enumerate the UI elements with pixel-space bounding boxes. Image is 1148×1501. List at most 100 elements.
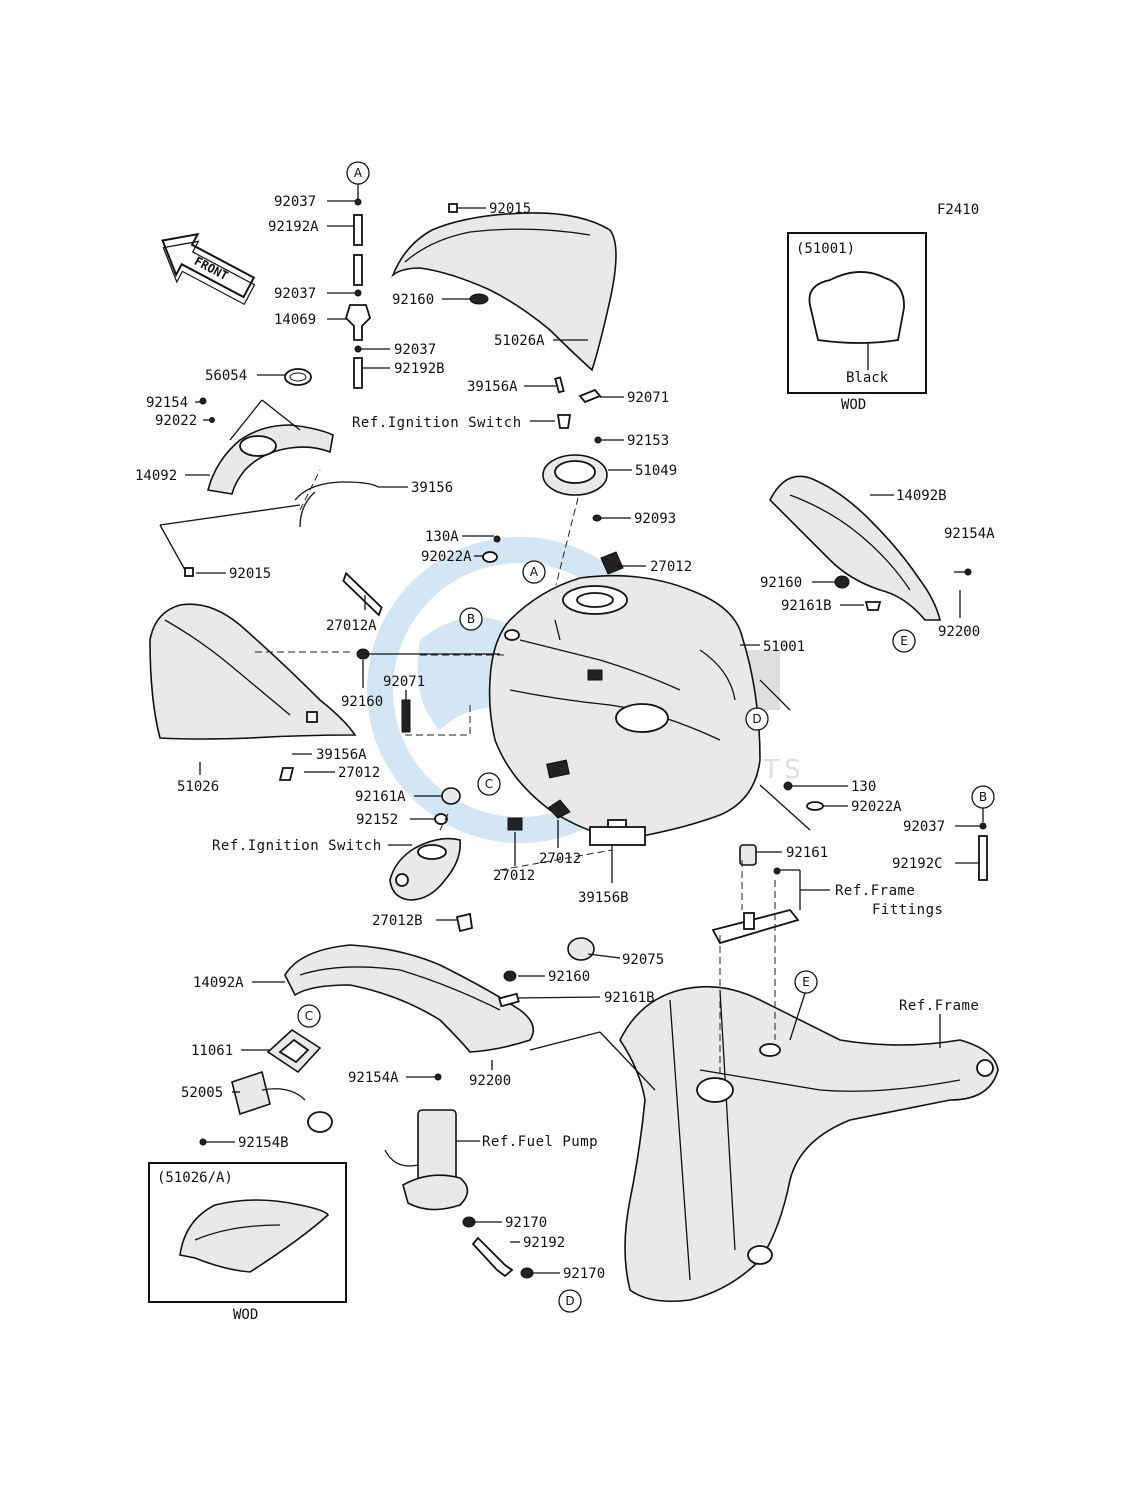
label-92075: 92075	[622, 952, 664, 968]
cover-silhouette	[179, 1199, 330, 1273]
label-51001: 51001	[763, 639, 805, 655]
label-27012-left: 27012	[338, 765, 380, 781]
label-14092A: 14092A	[193, 975, 244, 991]
label-92160-low: 92160	[548, 969, 590, 985]
label-52005: 52005	[181, 1085, 223, 1101]
label-92154A-right: 92154A	[944, 526, 995, 542]
label-39156B: 39156B	[578, 890, 629, 906]
label-92015-mid: 92015	[229, 566, 271, 582]
fuel-pump: D	[384, 1109, 582, 1313]
ref-circle-d-tank	[745, 707, 769, 731]
ref-labels: Ref.Ignition Switch Ref.Ignition Switch …	[212, 415, 979, 1150]
fuel-tank-51001	[488, 574, 761, 841]
label-27012-top: 27012	[650, 559, 692, 575]
label-92192: 92192	[523, 1235, 565, 1251]
label-92200-right: 92200	[938, 624, 980, 640]
part-labels: 92015 92037 92192A 92037 14069 92037 921…	[135, 194, 995, 1282]
label-92037-b: 92037	[274, 286, 316, 302]
label-92071-top: 92071	[627, 390, 669, 406]
front-arrow-icon: FRONT	[161, 232, 256, 306]
label-92071-mid: 92071	[383, 674, 425, 690]
fuel-cap-51049	[542, 436, 608, 586]
inset-top-color: Black	[846, 370, 889, 386]
ref-fuel-pump: Ref.Fuel Pump	[482, 1134, 598, 1150]
inset-windshield-wod: (51001) Black WOD	[787, 232, 927, 413]
label-92154: 92154	[146, 395, 188, 411]
label-51049: 51049	[635, 463, 677, 479]
inset-cover-wod: (51026/A) WOD	[148, 1162, 347, 1323]
label-56054: 56054	[205, 368, 247, 384]
ref-circle-e-frame	[794, 970, 818, 994]
label-92022A-top: 92022A	[421, 549, 472, 565]
fitting-stack-left: A	[344, 161, 372, 389]
label-27012-c1: 27012	[493, 868, 535, 884]
label-92154A-low: 92154A	[348, 1070, 399, 1086]
label-130: 130	[851, 779, 876, 795]
panel-14092A	[284, 912, 595, 1081]
label-130A: 130A	[425, 529, 459, 545]
ref-circle-e-right	[892, 629, 916, 653]
label-92160-left: 92160	[341, 694, 383, 710]
ref-circle-b-tank-text: B	[467, 612, 475, 626]
ref-ignition-switch-top: Ref.Ignition Switch	[352, 415, 522, 431]
label-92093: 92093	[634, 511, 676, 527]
label-92160-right: 92160	[760, 575, 802, 591]
ref-circle-d-bottom-text: D	[565, 1294, 574, 1308]
label-14069: 14069	[274, 312, 316, 328]
fitting-stack-right: B	[971, 785, 995, 881]
label-39156A-left: 39156A	[316, 747, 367, 763]
label-92022: 92022	[155, 413, 197, 429]
label-27012B: 27012B	[372, 913, 423, 929]
ref-circle-b-right-text: B	[979, 790, 987, 804]
ref-ignition-switch-mid: Ref.Ignition Switch	[212, 838, 382, 854]
label-92161B-low: 92161B	[604, 990, 655, 1006]
ref-circle-d-bottom	[558, 1289, 582, 1313]
bracket-52005: C	[199, 1004, 333, 1146]
label-92200-low: 92200	[469, 1073, 511, 1089]
ref-circle-a-tank	[522, 560, 546, 584]
label-11061: 11061	[191, 1043, 233, 1059]
ref-circle-c-tank-text: C	[485, 777, 493, 791]
label-92160-top: 92160	[392, 292, 434, 308]
label-92170-b: 92170	[563, 1266, 605, 1282]
ref-circle-c-bottom-text: C	[305, 1009, 313, 1023]
ref-circle-d-tank-text: D	[752, 712, 761, 726]
inset-top-caption: WOD	[841, 397, 866, 413]
label-92022A-right: 92022A	[851, 799, 902, 815]
label-39156: 39156	[411, 480, 453, 496]
frame: E	[619, 970, 999, 1303]
leader-lines	[159, 200, 980, 1274]
label-39156A-top: 39156A	[467, 379, 518, 395]
inset-bottom-title: (51026/A)	[157, 1170, 233, 1186]
inset-top-title: (51001)	[796, 241, 855, 257]
label-27012-c2: 27012	[539, 851, 581, 867]
ref-circle-e-right-text: E	[900, 634, 908, 648]
ref-circle-a-tank-text: A	[530, 565, 539, 579]
right-fittings	[711, 781, 824, 945]
ref-circle-e-frame-text: E	[802, 975, 810, 989]
label-92015-top: 92015	[489, 201, 531, 217]
inset-bottom-caption: WOD	[233, 1307, 258, 1323]
ref-circle-a-top-text: A	[354, 166, 363, 180]
label-92037-right: 92037	[903, 819, 945, 835]
label-92192C: 92192C	[892, 856, 943, 872]
label-14092B: 14092B	[896, 488, 947, 504]
decal-27012-top	[600, 551, 624, 575]
label-92192A: 92192A	[268, 219, 319, 235]
ref-circle-c-bottom	[297, 1004, 321, 1028]
label-92037-c: 92037	[394, 342, 436, 358]
label-92161A: 92161A	[355, 789, 406, 805]
ref-circle-b-tank	[459, 607, 483, 631]
ref-frame-fittings-line1: Ref.Frame	[835, 883, 915, 899]
label-92152: 92152	[356, 812, 398, 828]
ref-frame: Ref.Frame	[899, 998, 979, 1014]
label-92161: 92161	[786, 845, 828, 861]
decal-27012A	[342, 571, 383, 617]
center-fittings	[401, 535, 646, 846]
figure-code: F2410	[937, 202, 979, 218]
ref-frame-fittings-line2: Fittings	[872, 902, 943, 918]
panel-14092	[199, 368, 379, 528]
label-51026: 51026	[177, 779, 219, 795]
cover-51026A	[391, 203, 617, 429]
